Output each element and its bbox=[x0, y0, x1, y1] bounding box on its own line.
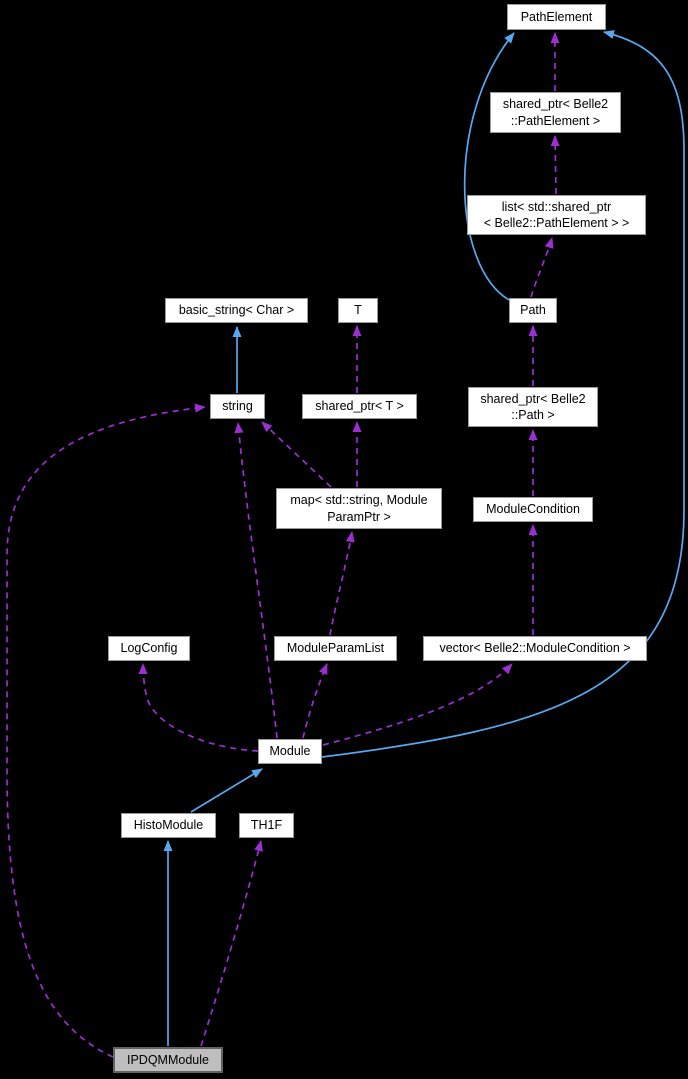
node-module_param_list[interactable]: ModuleParamList bbox=[274, 636, 397, 661]
edge-module-to-module_param_list bbox=[302, 663, 328, 739]
node-shared_ptr_belle2_path_element[interactable]: shared_ptr< Belle2 ::PathElement > bbox=[490, 92, 621, 133]
node-basic_string_char[interactable]: basic_string< Char > bbox=[165, 298, 308, 323]
node-label-shared_ptr_belle2_path_element: shared_ptr< Belle2 ::PathElement > bbox=[502, 97, 609, 128]
edge-module-to-string bbox=[234, 422, 278, 739]
node-label-path: Path bbox=[520, 303, 546, 318]
node-shared_ptr_t[interactable]: shared_ptr< T > bbox=[302, 394, 417, 419]
node-label-basic_string_char: basic_string< Char > bbox=[178, 303, 295, 318]
node-map_std_string_module_param_ptr[interactable]: map< std::string, Module ParamPtr > bbox=[276, 488, 442, 529]
node-th1f[interactable]: TH1F bbox=[239, 813, 294, 838]
edge-ipdqm_module-to-th1f bbox=[200, 840, 263, 1047]
node-label-ipdqm_module: IPDQMModule bbox=[127, 1052, 209, 1067]
node-module_condition[interactable]: ModuleCondition bbox=[473, 497, 593, 522]
edge-module-to-log_config bbox=[138, 663, 259, 752]
edge-list_shared_ptr_belle2_path_element-to-shared_ptr_belle2_path_element bbox=[550, 135, 560, 195]
edge-ipdqm_module-to-string bbox=[6, 403, 206, 1058]
node-label-vector_belle2_module_condition: vector< Belle2::ModuleCondition > bbox=[439, 641, 631, 656]
node-label-module_param_list: ModuleParamList bbox=[286, 641, 385, 656]
edge-map_std_string_module_param_ptr-to-string bbox=[261, 421, 332, 488]
node-label-list_shared_ptr_belle2_path_element: list< std::shared_ptr < Belle2::PathElem… bbox=[483, 199, 630, 230]
node-label-map_std_string_module_param_ptr: map< std::string, Module ParamPtr > bbox=[290, 493, 428, 524]
node-log_config[interactable]: LogConfig bbox=[108, 636, 190, 661]
node-histo_module[interactable]: HistoModule bbox=[121, 813, 216, 838]
node-label-module: Module bbox=[269, 744, 311, 759]
node-label-histo_module: HistoModule bbox=[133, 818, 204, 833]
node-label-shared_ptr_belle2_path: shared_ptr< Belle2 ::Path > bbox=[480, 391, 586, 422]
node-list_shared_ptr_belle2_path_element[interactable]: list< std::shared_ptr < Belle2::PathElem… bbox=[467, 195, 646, 235]
node-label-path_element: PathElement bbox=[520, 9, 593, 24]
node-path[interactable]: Path bbox=[509, 298, 557, 323]
edge-path-to-path_element bbox=[463, 32, 515, 301]
node-label-t: T bbox=[354, 303, 362, 318]
node-ipdqm_module[interactable]: IPDQMModule bbox=[113, 1047, 223, 1073]
node-path_element[interactable]: PathElement bbox=[507, 4, 606, 30]
node-label-th1f: TH1F bbox=[250, 818, 283, 833]
node-label-module_condition: ModuleCondition bbox=[486, 502, 580, 517]
node-vector_belle2_module_condition[interactable]: vector< Belle2::ModuleCondition > bbox=[423, 636, 647, 661]
edge-histo_module-to-module bbox=[190, 768, 263, 813]
edge-module-to-vector_belle2_module_condition bbox=[322, 663, 513, 746]
edge-path-to-list_shared_ptr_belle2_path_element bbox=[530, 237, 554, 298]
node-string[interactable]: string bbox=[210, 394, 265, 419]
edge-module-to-path_element bbox=[321, 30, 685, 758]
node-module[interactable]: Module bbox=[258, 739, 322, 764]
node-shared_ptr_belle2_path[interactable]: shared_ptr< Belle2 ::Path > bbox=[468, 387, 598, 427]
node-label-string: string bbox=[222, 399, 253, 414]
node-label-shared_ptr_t: shared_ptr< T > bbox=[315, 399, 404, 414]
node-t[interactable]: T bbox=[338, 298, 378, 323]
node-label-log_config: LogConfig bbox=[120, 641, 178, 656]
